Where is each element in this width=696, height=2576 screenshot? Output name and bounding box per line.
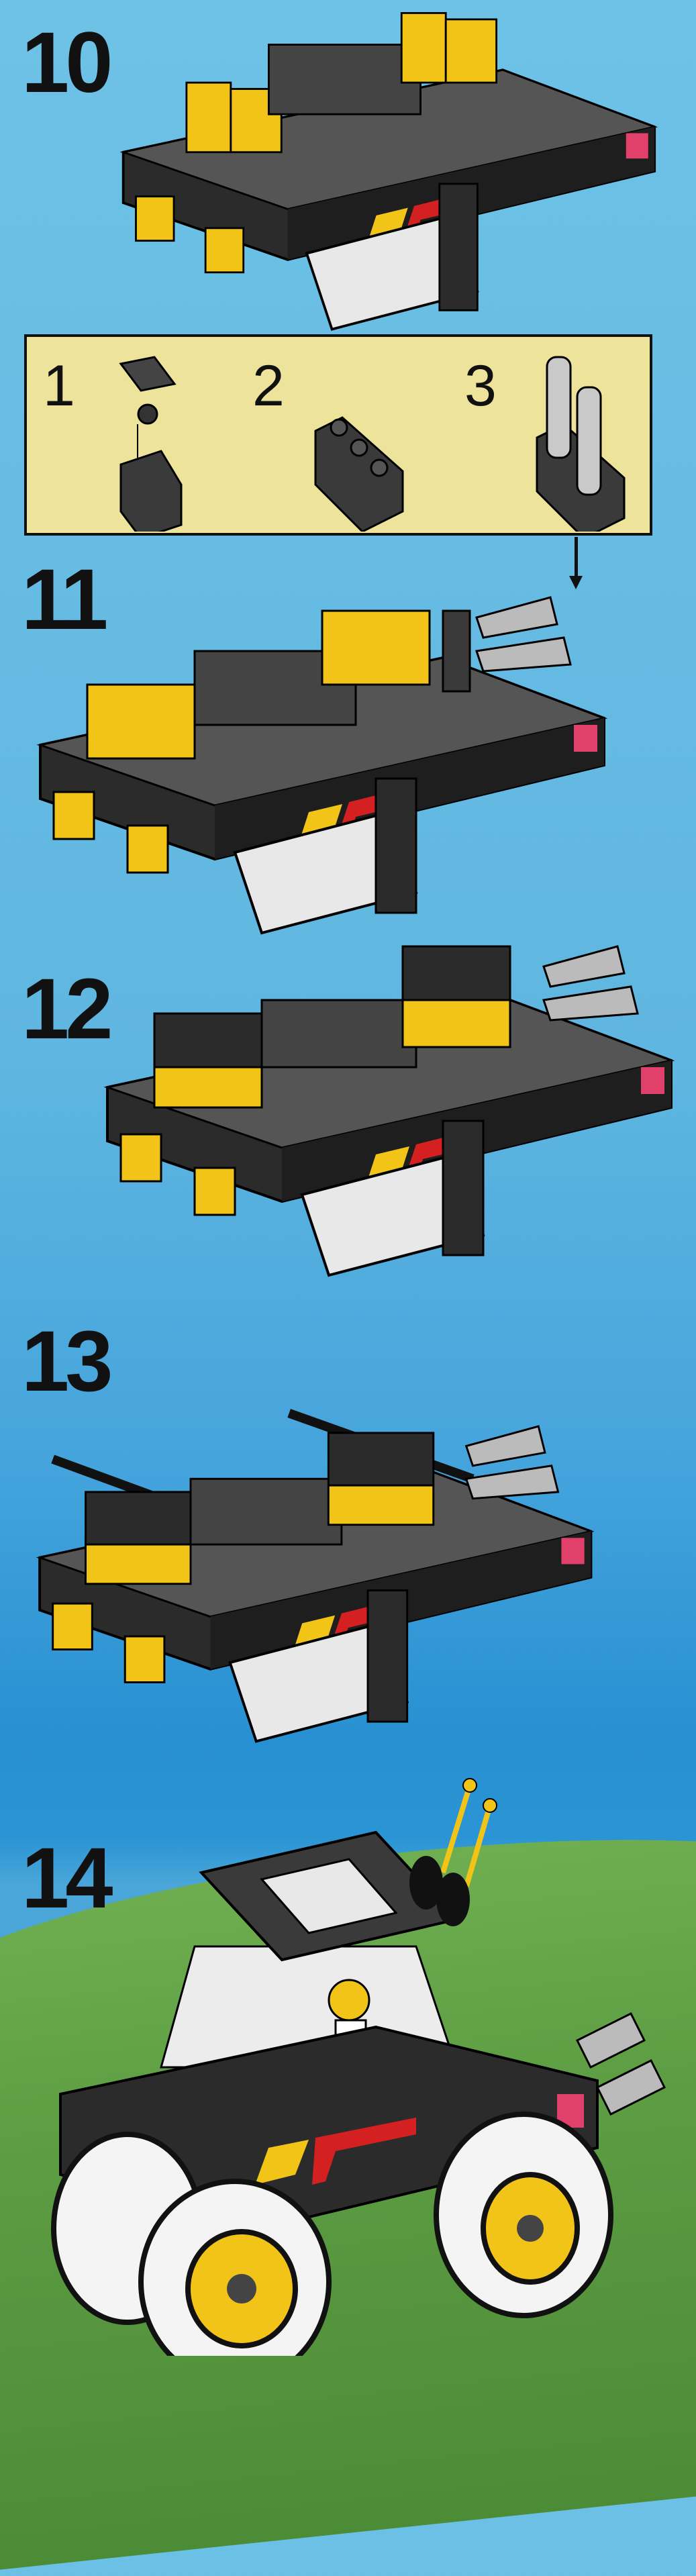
- step-14-vehicle: [51, 1778, 666, 2356]
- step-number-12: 12: [21, 961, 113, 1057]
- step-number-10: 10: [21, 15, 113, 111]
- substep-2-part: [314, 416, 404, 532]
- substep-1-parts: [119, 356, 183, 532]
- step-11-model: [13, 596, 617, 953]
- substep-number-1: 1: [43, 354, 75, 418]
- substep-number-3: 3: [464, 354, 497, 418]
- step-number-13: 13: [21, 1314, 113, 1409]
- step-13-model: [13, 1409, 604, 1812]
- substep-box: 1 2 3: [24, 334, 652, 536]
- step-number-14: 14: [21, 1830, 113, 1926]
- arrow-down-icon: [569, 576, 583, 589]
- step-10-model: [81, 12, 685, 336]
- step-number-11: 11: [21, 552, 108, 648]
- substep-number-2: 2: [252, 354, 285, 418]
- arrow-line: [575, 537, 578, 577]
- substep-3-part: [536, 356, 626, 532]
- step-12-model: [81, 945, 685, 1316]
